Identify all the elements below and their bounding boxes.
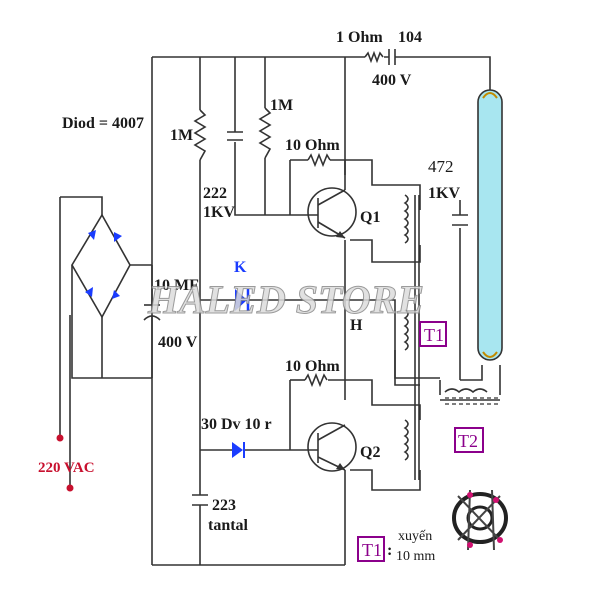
resistor-1ohm <box>364 50 384 64</box>
cap-10mf-voltage-label: 400 V <box>158 334 198 351</box>
resistor-1m-right <box>258 107 272 159</box>
resistor-10ohm-top <box>307 152 331 168</box>
legend-t1-label: T1 <box>362 540 382 560</box>
legend-t1-box <box>357 536 385 562</box>
ac-terminal-top <box>56 434 64 442</box>
cap-223 <box>192 494 208 530</box>
q1-label: Q1 <box>360 209 380 226</box>
cap-472-label: 472 <box>428 157 454 176</box>
resistor-10ohm-bottom-label: 10 Ohm <box>285 358 340 375</box>
resistor-10ohm-top-label: 10 Ohm <box>285 137 340 154</box>
cap-10mf-label: 10 MF <box>154 277 199 294</box>
toroid-core-sketch <box>452 489 508 551</box>
t1-label: T1 <box>424 325 444 345</box>
legend-core-label: xuyến <box>398 529 432 544</box>
legend-colon: : <box>387 542 392 559</box>
cap-104-label: 104 <box>398 29 422 46</box>
transformer-t1-windings <box>403 194 409 461</box>
cap-222 <box>227 131 243 141</box>
diac-30dv <box>232 442 245 458</box>
transistor-q1 <box>307 187 357 239</box>
cap-472 <box>452 214 468 226</box>
resistor-1m-left-label: 1M <box>170 127 193 144</box>
t2-label: T2 <box>458 431 478 451</box>
t2-label-box <box>454 427 484 453</box>
cap-472-voltage-label: 1KV <box>428 185 460 202</box>
legend-size-label: 10 mm <box>396 549 435 564</box>
cap-104 <box>384 49 396 65</box>
ac-terminal-bottom <box>66 484 74 492</box>
cap-223-type-label: tantal <box>208 517 249 534</box>
cap-223-label: 223 <box>212 497 236 514</box>
node-k-label: K <box>234 259 247 276</box>
diode-bridge <box>71 213 131 319</box>
diac-label: 30 Dv 10 r <box>201 416 272 433</box>
ac-input-label: 220 VAC <box>38 460 95 476</box>
watermark: HALED STORE <box>147 277 424 322</box>
cap-222-label: 222 <box>203 185 227 202</box>
t1-label-box <box>419 321 447 347</box>
fluorescent-tube <box>477 89 503 361</box>
wires <box>59 56 501 566</box>
resistor-1m-left <box>193 109 207 161</box>
q2-label: Q2 <box>360 444 380 461</box>
resistor-1m-right-label: 1M <box>270 97 293 114</box>
node-h-label: H <box>350 317 363 334</box>
cap-10mf <box>143 304 161 378</box>
cap-104-voltage-label: 400 V <box>372 72 412 89</box>
diode-k <box>235 289 250 311</box>
cap-222-voltage-label: 1KV <box>203 204 235 221</box>
diode-type-label: Diod = 4007 <box>62 115 144 132</box>
resistor-10ohm-bottom <box>304 372 328 388</box>
transformer-t2 <box>444 388 500 405</box>
resistor-1ohm-label: 1 Ohm <box>336 29 383 46</box>
transistor-q2 <box>307 422 357 472</box>
